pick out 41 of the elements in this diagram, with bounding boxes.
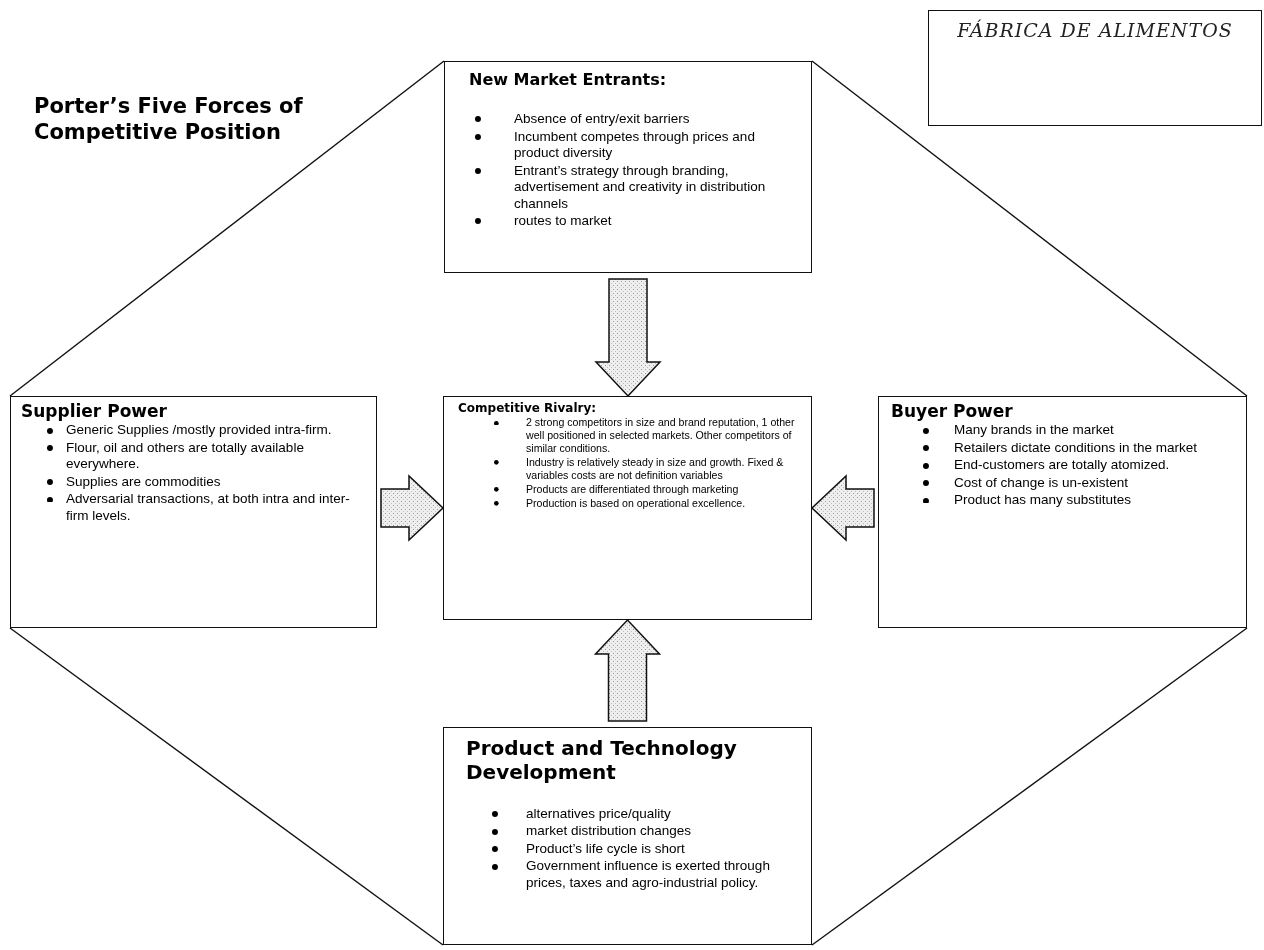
block-arrow <box>594 278 662 398</box>
block-arrow <box>380 474 445 542</box>
force-box <box>10 396 377 628</box>
text-box <box>928 10 1262 126</box>
bullet-item: alternatives price/quality <box>466 806 801 823</box>
box-heading: Supplier Power <box>21 401 168 422</box>
bullet-item: routes to market <box>469 213 801 230</box>
bullet-item: 2 strong competitors in size and brand reputation, 1 other well positioned in selected markets. Other competitors of similar conditions. <box>458 416 803 456</box>
block-arrow <box>810 474 875 542</box>
bullet-item: Product has many substitutes <box>891 492 1238 509</box>
connector-line <box>811 60 1248 397</box>
bullet-item: Government influence is exerted through prices, taxes and agro-industrial policy. <box>466 858 801 892</box>
force-box <box>878 396 1247 628</box>
bullet-item: Incumbent competes through prices and product diversity <box>469 128 801 162</box>
bullet-item: Supplies are commodities <box>21 473 361 491</box>
bullet-item: market distribution changes <box>466 823 801 840</box>
bullet-item: Generic Supplies /mostly provided intra-firm. <box>21 422 361 439</box>
bullet-item: Cost of change is un-existent <box>891 474 1238 492</box>
diagram-title: Porter’s Five Forces of Competitive Position <box>34 93 304 145</box>
box-heading: Competitive Rivalry: <box>458 401 598 416</box>
box-text: FÁBRICA DE ALIMENTOS <box>956 18 1234 43</box>
bullet-item: Product’s life cycle is short <box>466 840 801 858</box>
bullet-item: End-customers are totally atomized. <box>891 457 1238 474</box>
connector-line <box>9 60 445 397</box>
force-box <box>444 61 812 273</box>
force-box <box>443 727 812 945</box>
connector-line <box>811 627 1248 946</box>
bullet-item: Adversarial transactions, at both intra and inter-firm levels. <box>21 491 361 525</box>
box-heading: Buyer Power <box>891 401 1014 422</box>
bullet-item: Industry is relatively steady in size and growth. Fixed & variables costs are not definition variables <box>458 456 803 483</box>
bullet-item: Flour, oil and others are totally available everywhere. <box>21 439 361 473</box>
bullet-item: Products are differentiated through marketing <box>458 483 803 497</box>
bullet-item: Retailers dictate conditions in the market <box>891 439 1238 457</box>
force-box <box>443 396 812 620</box>
box-heading: Product and Technology Development <box>466 736 738 784</box>
connector-line <box>9 627 444 946</box>
box-heading: New Market Entrants: <box>469 70 668 90</box>
bullet-item: Production is based on operational excellence. <box>458 497 803 510</box>
bullet-item: Absence of entry/exit barriers <box>469 111 801 128</box>
block-arrow <box>593 618 662 722</box>
bullet-item: Many brands in the market <box>891 422 1238 439</box>
